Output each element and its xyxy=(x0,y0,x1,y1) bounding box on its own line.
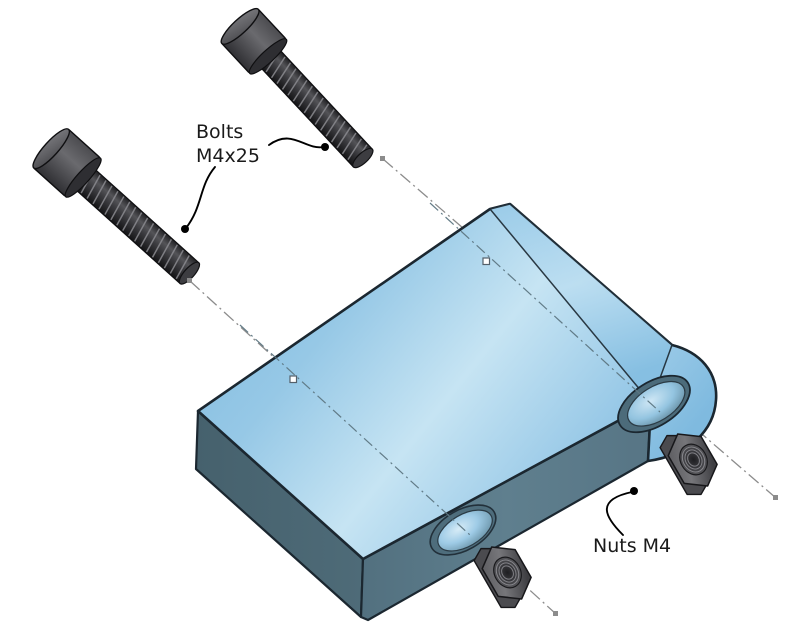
leader-dot-bolt-upper xyxy=(321,143,329,151)
centerline-over-block xyxy=(239,202,661,536)
nut-right xyxy=(659,433,718,496)
label-nuts-line1: Nuts M4 xyxy=(593,535,671,557)
bolt-left-tip xyxy=(178,261,201,285)
nut-right-face xyxy=(667,433,718,487)
bolt-left-head-face xyxy=(32,128,71,170)
top-hole-marker-front xyxy=(289,375,298,384)
bolt-right-tip xyxy=(352,147,374,169)
bolt-right-head-shoulder xyxy=(248,38,288,75)
bolt-left-head-shoulder xyxy=(64,157,102,198)
label-nuts: Nuts M4 xyxy=(593,535,671,557)
label-bolts: Bolts M4x25 xyxy=(196,121,260,167)
axis-tick-front-end xyxy=(553,611,558,616)
axis-tick-front-start xyxy=(187,278,192,283)
centerline-over-front xyxy=(239,324,471,536)
leader-dot-bolt-left xyxy=(181,225,189,233)
axis-tick-rear-start xyxy=(380,156,385,161)
bolt-right-head-face xyxy=(220,7,260,45)
axis-tick-rear-end xyxy=(773,495,778,500)
top-hole-marker-rear xyxy=(482,257,491,266)
leader-dot-group xyxy=(181,143,638,495)
label-bolts-line1: Bolts xyxy=(196,121,243,143)
nut-lower-threads xyxy=(495,559,520,586)
nut-right-threads xyxy=(681,446,706,473)
label-bolts-line2: M4x25 xyxy=(196,145,260,167)
mounting-block xyxy=(194,202,718,622)
leader-bolts-upper xyxy=(268,137,324,149)
block-top-crease xyxy=(489,203,673,404)
leader-nuts xyxy=(605,491,633,536)
leader-group xyxy=(185,137,633,536)
centerline-over-rear xyxy=(429,202,661,413)
bolt-left xyxy=(32,128,201,285)
top-hole-markers xyxy=(289,257,491,384)
right-bore-inner xyxy=(627,380,686,427)
nut-lower-face xyxy=(481,546,532,600)
leader-bolts-left xyxy=(185,166,216,229)
bolt-right xyxy=(220,7,374,169)
bolt-right-threads xyxy=(265,50,368,166)
axis-end-ticks xyxy=(187,156,778,616)
nut-lower xyxy=(473,546,532,609)
leader-dot-nut xyxy=(630,487,638,495)
bolt-left-threads xyxy=(80,169,190,280)
